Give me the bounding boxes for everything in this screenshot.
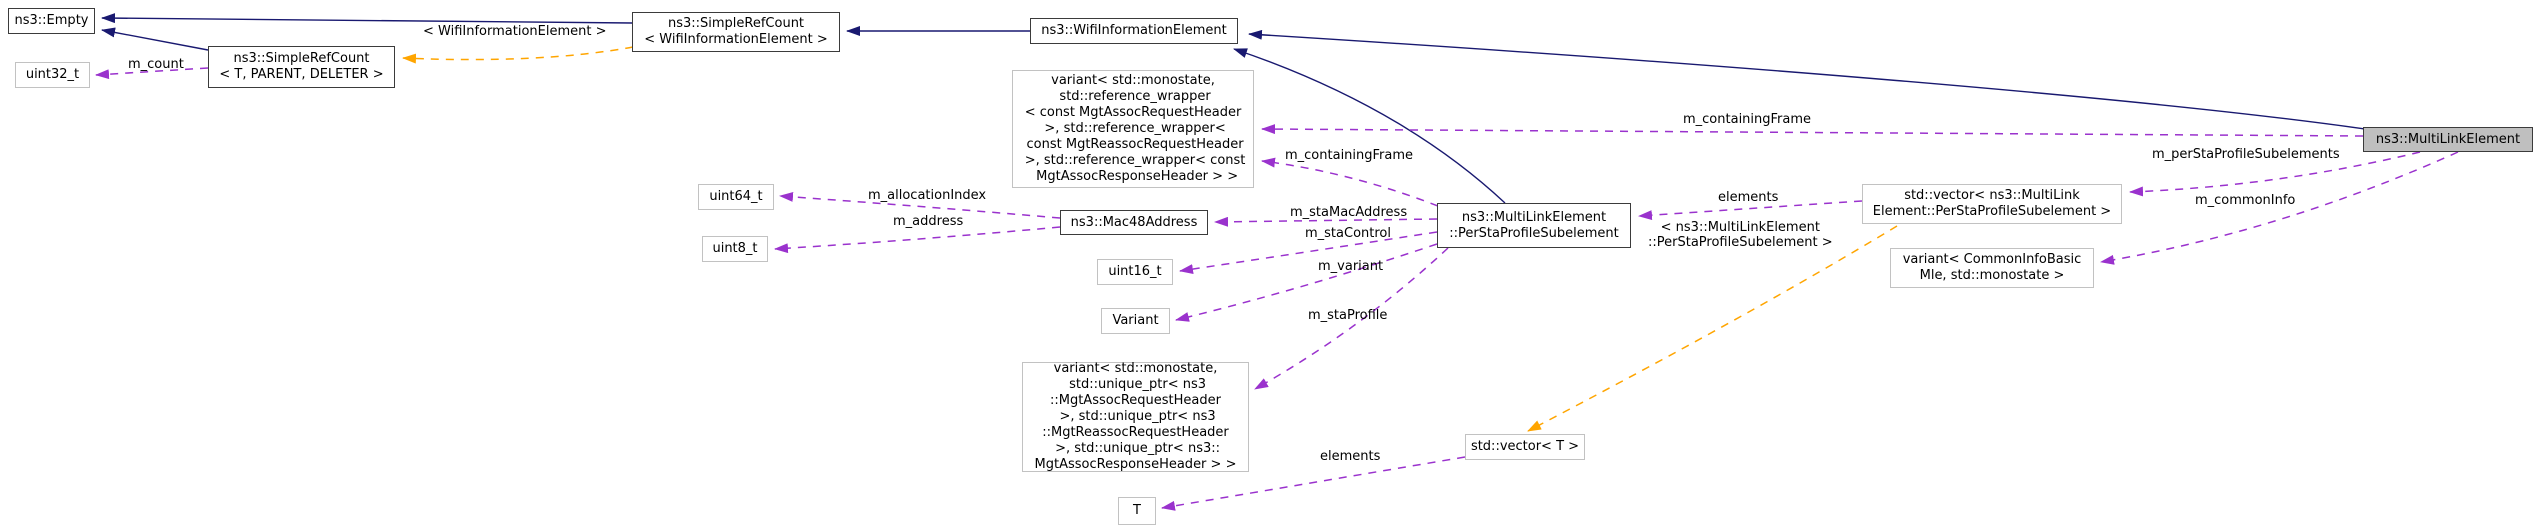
edge-usage-m-count — [95, 67, 209, 80]
edge-usage-m-variant — [1175, 243, 1438, 322]
edge-inherit-perstaprofilesubelement-to-wifiinformationelement — [1233, 48, 1506, 204]
edge-usage-m-containing-frame-mle — [1261, 124, 2364, 137]
edge-inherit-simplerefcount-generic-to-empty — [101, 27, 209, 51]
edge-label-m-per-sta-profile-subelements: m_perStaProfileSubelements — [2152, 147, 2340, 162]
edge-label-elements-vector-persta: elements — [1718, 190, 1779, 205]
edge-inherit-multilinkelement-to-wifiinformationelement — [1248, 29, 2373, 131]
edge-usage-m-allocation-index — [779, 191, 1061, 219]
edge-label-tpl-per-sta: < ns3::MultiLinkElement ::PerStaProfileS… — [1648, 220, 1833, 250]
edge-usage-m-address — [774, 226, 1061, 254]
edge-label-m-allocation-index: m_allocationIndex — [868, 188, 987, 203]
edge-label-m-sta-control: m_staControl — [1305, 226, 1391, 241]
class-node-variant-unique-ptr: variant< std::monostate, std::unique_ptr… — [1022, 361, 1249, 472]
edge-usage-m-sta-mac-address — [1214, 216, 1438, 227]
edge-label-m-variant: m_variant — [1318, 259, 1384, 274]
class-node-t: T — [1118, 497, 1156, 525]
edge-label-m-containing-frame-mle: m_containingFrame — [1683, 112, 1812, 127]
class-node-uint16-t: uint16_t — [1097, 259, 1173, 285]
edge-label-m-address: m_address — [893, 214, 964, 229]
edge-usage-m-per-sta-profile-subelements — [2129, 151, 2421, 197]
edge-usage-elements-vector-t — [1161, 456, 1466, 511]
class-node-wifi-information-element[interactable]: ns3::WifiInformationElement — [1030, 18, 1238, 44]
class-node-simplerefcount-generic[interactable]: ns3::SimpleRefCount < T, PARENT, DELETER… — [208, 46, 395, 88]
class-node-vector-per-sta: std::vector< ns3::MultiLink Element::Per… — [1862, 184, 2122, 224]
class-node-variant-ref-wrapper: variant< std::monostate, std::reference_… — [1012, 70, 1254, 188]
class-node-vector-t: std::vector< T > — [1465, 434, 1585, 460]
edge-label-m-sta-profile: m_staProfile — [1308, 308, 1388, 323]
edge-label-m-common-info: m_commonInfo — [2195, 193, 2296, 208]
edge-inherit-simplerefcount-wifi-to-empty — [101, 13, 633, 24]
class-node-empty[interactable]: ns3::Empty — [8, 8, 95, 34]
edge-label-tpl-wifi-information-element: < WifiInformationElement > — [423, 24, 607, 39]
class-node-mac48-address[interactable]: ns3::Mac48Address — [1060, 210, 1208, 235]
edge-label-m-sta-mac-address: m_staMacAddress — [1290, 205, 1408, 220]
edge-label-elements-vector-t: elements — [1320, 449, 1381, 464]
class-node-per-sta-profile-subelement[interactable]: ns3::MultiLinkElement ::PerStaProfileSub… — [1437, 203, 1631, 248]
edge-usage-m-common-info — [2100, 151, 2459, 265]
class-node-multi-link-element[interactable]: ns3::MultiLinkElement — [2363, 127, 2533, 152]
class-node-simplerefcount-wifi[interactable]: ns3::SimpleRefCount < WifiInformationEle… — [632, 12, 840, 52]
edge-label-m-containing-frame-persta: m_containingFrame — [1285, 148, 1414, 163]
edge-usage-elements-vector-persta — [1638, 200, 1863, 221]
edge-template-simplerefcount-wifi-to-generic — [402, 46, 634, 64]
edge-label-m-count: m_count — [128, 57, 184, 72]
class-node-uint32-t: uint32_t — [15, 62, 90, 88]
edge-template-vector-persta-to-vector-t — [1527, 225, 1898, 432]
edge-usage-m-sta-control — [1179, 231, 1438, 275]
class-node-uint8-t: uint8_t — [702, 236, 768, 262]
class-node-variant-common-info: variant< CommonInfoBasic Mle, std::monos… — [1890, 248, 2094, 288]
class-node-variant-plain: Variant — [1101, 308, 1170, 334]
class-node-uint64-t: uint64_t — [698, 184, 774, 210]
edge-usage-m-containing-frame-persta — [1261, 157, 1439, 207]
